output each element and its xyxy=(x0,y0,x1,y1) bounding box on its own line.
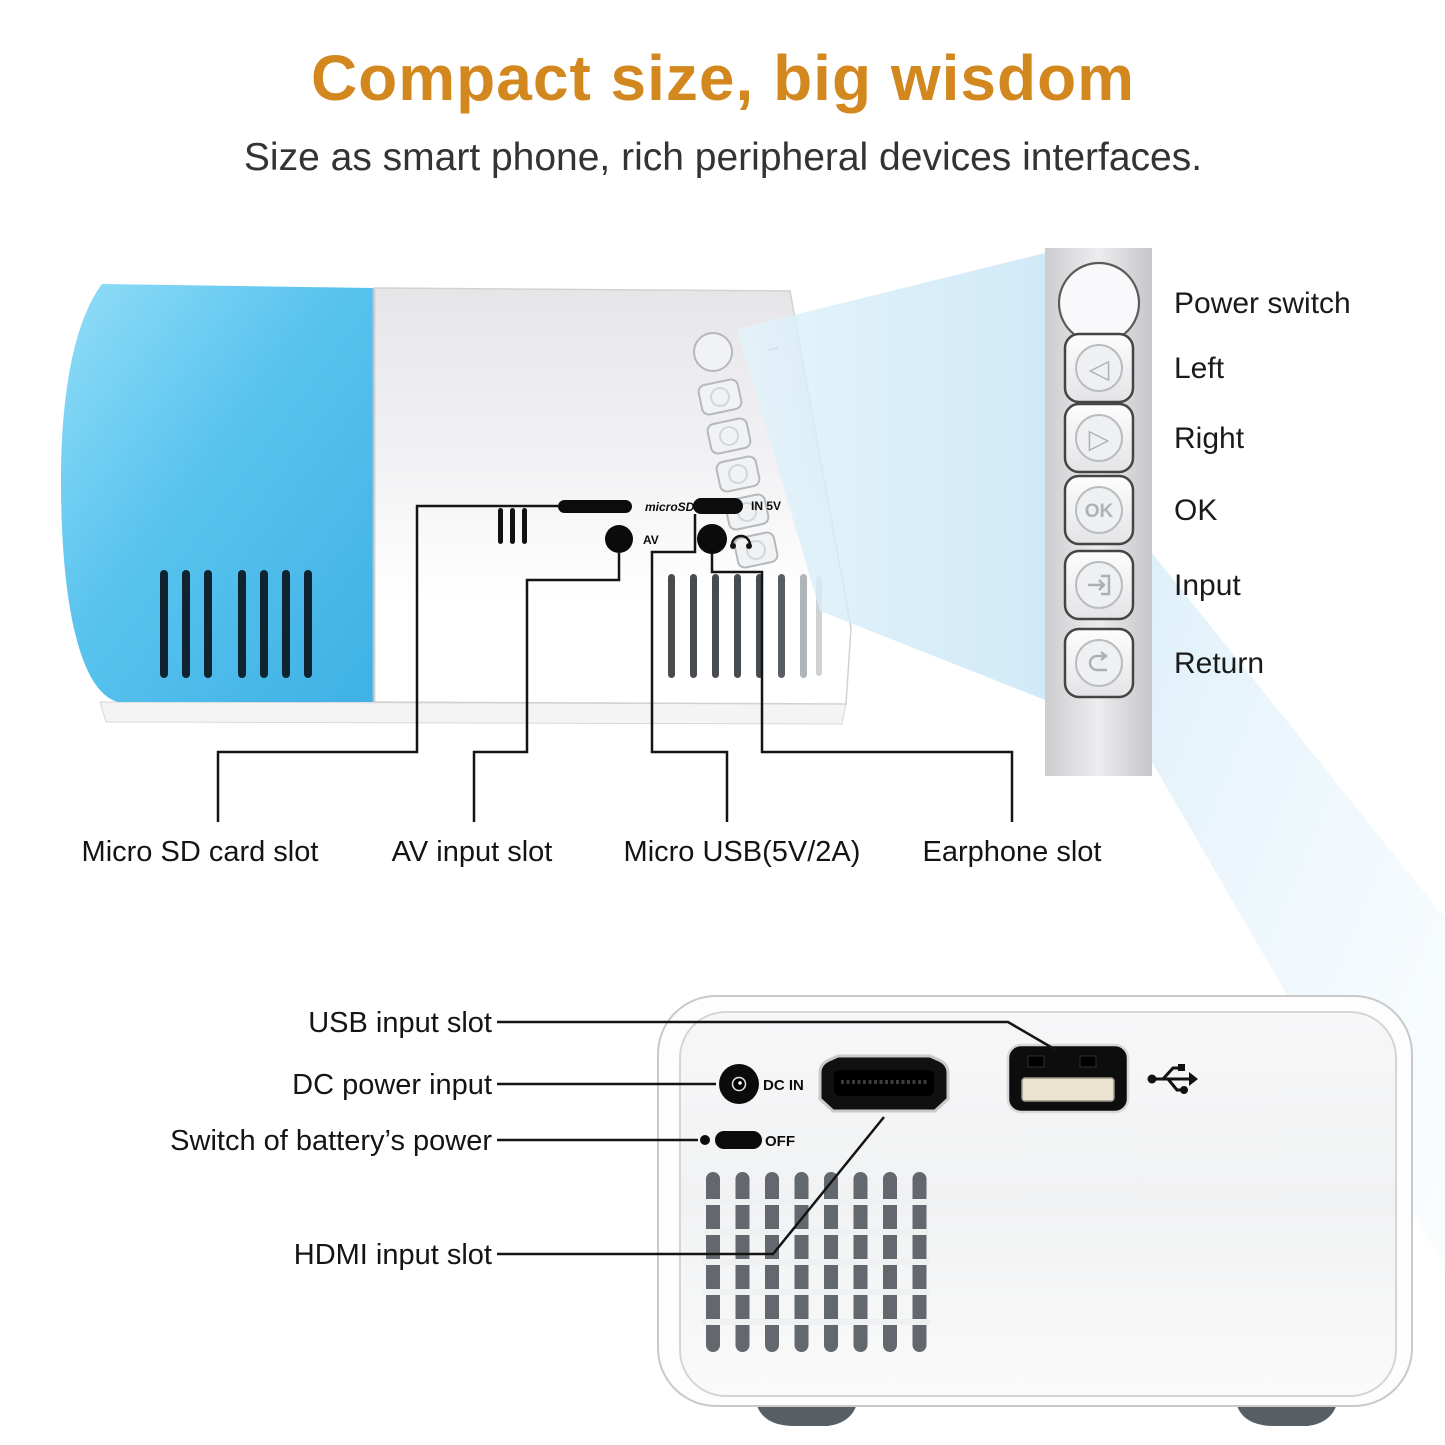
hdmi-input-label: HDMI input slot xyxy=(294,1239,492,1271)
micro-usb-callout-line xyxy=(650,514,729,822)
micro-usb-label: Micro USB(5V/2A) xyxy=(624,836,861,868)
panel-seam xyxy=(372,288,376,702)
body-power-button xyxy=(693,332,733,372)
input-label: Input xyxy=(1174,569,1241,602)
body-key xyxy=(697,378,743,416)
dc-power-label: DC power input xyxy=(292,1069,492,1101)
earphone-port xyxy=(697,524,727,554)
left-button: ◁ xyxy=(1063,332,1135,404)
body-key xyxy=(733,531,779,569)
projector-base xyxy=(99,701,847,725)
off-mark: OFF xyxy=(765,1133,795,1150)
left-label: Left xyxy=(1174,352,1225,385)
projector-front-view: microSD IN 5V AV xyxy=(60,284,852,725)
micro-sd-mark: microSD xyxy=(645,500,695,514)
power-switch-label: Power switch xyxy=(1174,287,1351,320)
usb-icon xyxy=(1147,1064,1198,1094)
usb-callout-line xyxy=(497,1020,1057,1052)
micro-sd-callout-line xyxy=(216,504,558,822)
earphone-callout-line xyxy=(710,554,1014,822)
battery-switch-label: Switch of battery’s power xyxy=(170,1125,492,1157)
control-panel: ◁ ▷ OK xyxy=(1045,248,1351,776)
input-button xyxy=(1063,549,1135,621)
body-key xyxy=(715,455,761,493)
projection-beam-upper xyxy=(737,253,1045,700)
earphone-label: Earphone slot xyxy=(923,836,1102,868)
right-button: ▷ xyxy=(1063,402,1135,474)
dc-in-port xyxy=(719,1064,759,1104)
projector-side-panel-blue xyxy=(60,284,374,702)
dc-in-mark: DC IN xyxy=(763,1077,804,1094)
body-buttons xyxy=(693,332,779,569)
right-arrow-icon: ▷ xyxy=(1089,424,1110,454)
ok-icon: OK xyxy=(1085,501,1114,522)
body-key xyxy=(706,417,752,455)
side-vent-slots xyxy=(160,570,312,678)
ok-label: OK xyxy=(1174,494,1217,527)
headphone-icon xyxy=(730,534,752,549)
usb-input-label: USB input slot xyxy=(308,1007,492,1039)
right-label: Right xyxy=(1174,422,1245,455)
return-label: Return xyxy=(1174,647,1264,680)
left-arrow-icon: ◁ xyxy=(1089,354,1110,384)
av-port xyxy=(605,525,633,553)
micro-sd-slot xyxy=(558,500,632,513)
hdmi-port xyxy=(818,1054,950,1113)
battery-switch xyxy=(700,1131,762,1149)
av-input-label: AV input slot xyxy=(392,836,553,868)
hdmi-callout-line xyxy=(497,1116,885,1256)
speaker-slits xyxy=(498,508,527,544)
page-title: Compact size, big wisdom xyxy=(311,42,1135,114)
power-button xyxy=(1057,261,1141,345)
usb-in-mark: IN 5V xyxy=(751,499,781,513)
return-icon xyxy=(1088,651,1108,672)
top-callouts: Micro SD card slot AV input slot Micro U… xyxy=(82,504,1102,868)
usb-port xyxy=(1006,1043,1130,1114)
micro-sd-label: Micro SD card slot xyxy=(82,836,319,868)
av-callout-line xyxy=(472,553,621,822)
front-ports: microSD IN 5V AV xyxy=(498,498,822,678)
micro-usb-port xyxy=(693,498,743,514)
input-icon xyxy=(1088,574,1111,596)
av-mark: AV xyxy=(643,533,659,547)
rear-vent-slots xyxy=(702,1172,930,1352)
return-button xyxy=(1063,627,1135,699)
projector-rear-view: DC IN OFF xyxy=(657,995,1413,1426)
rear-callouts: USB input slot DC power input Switch of … xyxy=(170,1007,1057,1271)
page-subtitle: Size as smart phone, rich peripheral dev… xyxy=(244,136,1202,179)
ok-button: OK xyxy=(1063,474,1135,546)
